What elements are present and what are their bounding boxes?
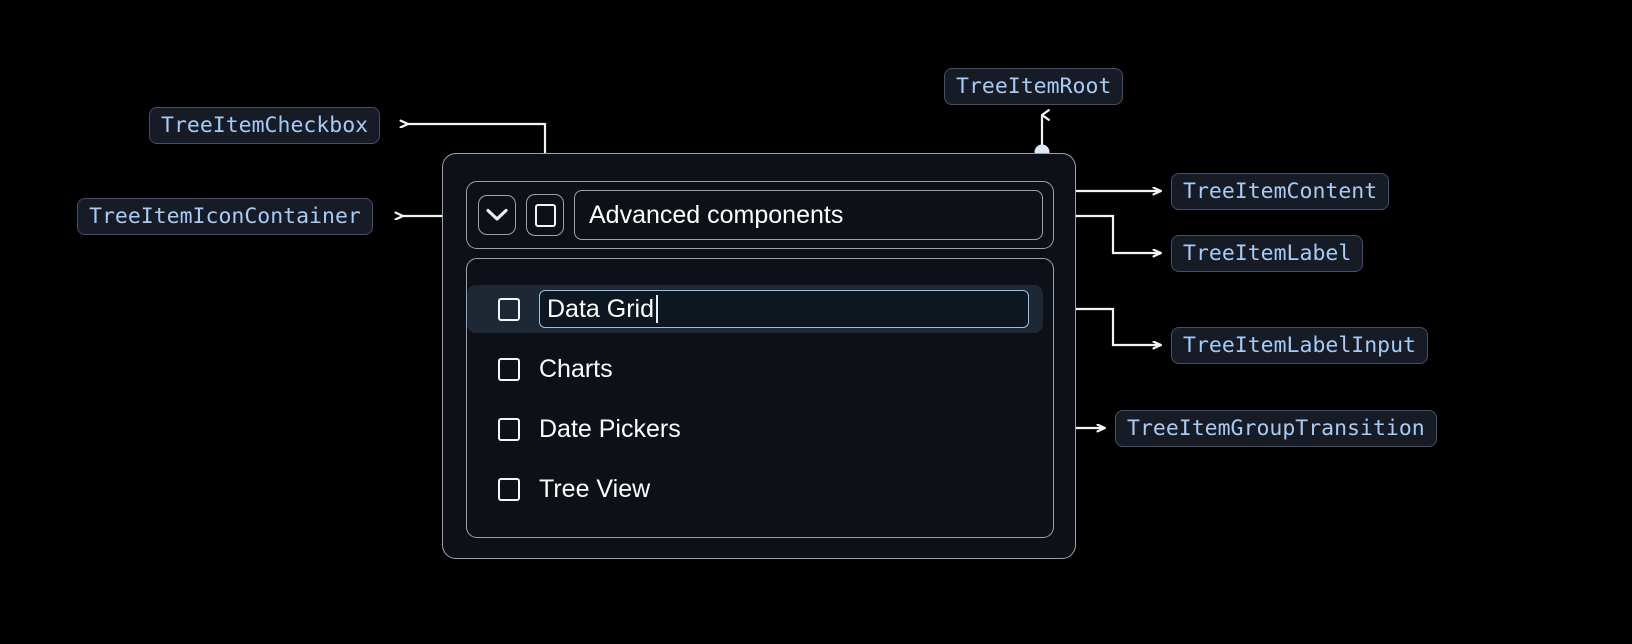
tree-item-checkbox[interactable] (498, 477, 520, 501)
annotation-label-text: TreeItemCheckbox (161, 113, 369, 138)
annotation-chip-tree-item-root: TreeItemRoot (944, 68, 1124, 105)
tree-item-label: Date Pickers (539, 414, 681, 443)
annotation-chip-tree-item-label-input: TreeItemLabelInput (1171, 327, 1428, 364)
annotation-label-text: TreeItemLabel (1183, 241, 1352, 266)
tree-item-label: Tree View (539, 474, 651, 503)
tree-item-label-input[interactable]: Data Grid (539, 290, 1029, 328)
annotation-label-text: TreeItemGroupTransition (1127, 416, 1425, 441)
tree-item-group-transition: Data Grid Charts Date Pickers Tree View (466, 258, 1054, 538)
annotation-chip-tree-item-icon-container: TreeItemIconContainer (77, 198, 373, 235)
tree-item-row-tree-view[interactable]: Tree View (467, 465, 1053, 513)
tree-item-icon-container[interactable] (478, 195, 516, 235)
tree-item-content[interactable]: Advanced components (466, 181, 1054, 249)
chevron-down-icon (486, 208, 508, 221)
annotation-label-text: TreeItemContent (1183, 179, 1378, 204)
tree-item-checkbox[interactable] (526, 194, 564, 236)
annotation-label-text: TreeItemRoot (956, 74, 1112, 99)
annotation-chip-tree-item-content: TreeItemContent (1171, 173, 1390, 210)
annotation-label-text: TreeItemLabelInput (1183, 333, 1416, 358)
tree-item-label-text: Advanced components (589, 200, 844, 229)
annotation-chip-tree-item-checkbox: TreeItemCheckbox (149, 107, 381, 144)
tree-item-label-input-value: Data Grid (547, 294, 654, 323)
tree-item-label[interactable]: Advanced components (574, 190, 1043, 240)
tree-item-row-charts[interactable]: Charts (467, 345, 1053, 393)
tree-item-checkbox[interactable] (498, 417, 520, 441)
text-caret (655, 295, 658, 323)
tree-item-checkbox[interactable] (498, 297, 520, 321)
checkbox-square-icon (534, 203, 556, 227)
annotation-label-text: TreeItemIconContainer (89, 204, 361, 229)
tree-item-checkbox[interactable] (498, 357, 520, 381)
tree-item-label: Charts (539, 354, 613, 383)
annotation-chip-tree-item-label: TreeItemLabel (1171, 235, 1364, 272)
tree-item-row-data-grid[interactable]: Data Grid (467, 285, 1043, 333)
tree-item-row-date-pickers[interactable]: Date Pickers (467, 405, 1053, 453)
annotation-chip-tree-item-group-transition: TreeItemGroupTransition (1115, 410, 1437, 447)
